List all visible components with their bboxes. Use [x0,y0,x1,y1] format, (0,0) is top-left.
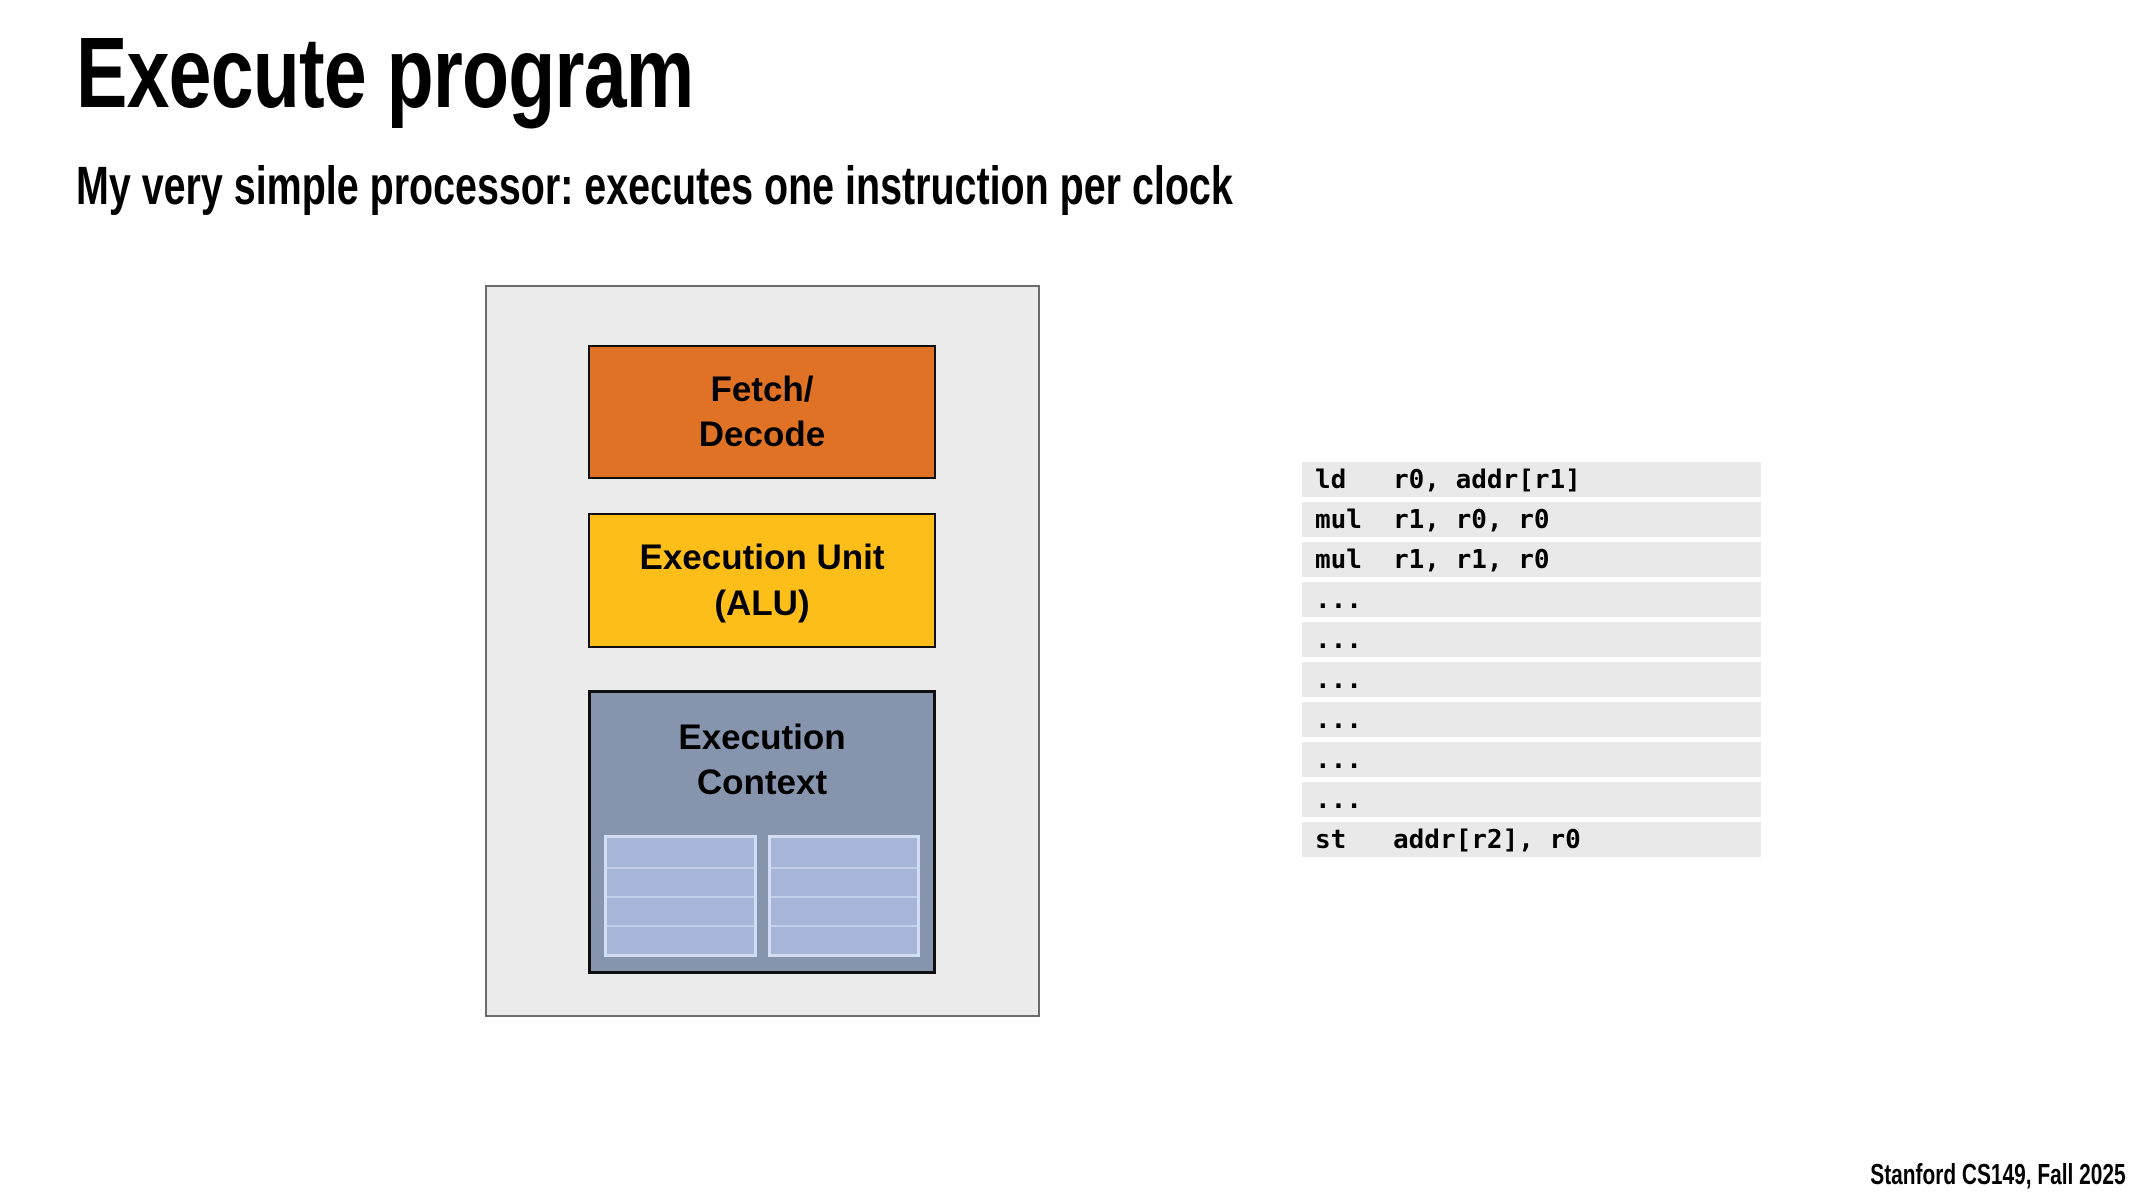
processor-diagram: Fetch/ Decode Execution Unit (ALU) Execu… [485,285,1040,1017]
slide-subtitle: My very simple processor: executes one i… [76,154,1661,219]
instruction-row: ... [1302,662,1761,697]
instruction-opcode: ... [1315,744,1362,775]
instruction-row: ... [1302,622,1761,657]
slide-subtitle-text: My very simple processor: executes one i… [76,156,1233,216]
instruction-row: mul r1, r1, r0 [1302,542,1761,577]
execution-context-label-line1: Execution [678,718,846,757]
instruction-operands: r1, r0, r0 [1393,504,1550,535]
fetch-decode-label-line2: Decode [698,415,826,454]
execution-context-label-line2: Context [696,763,828,803]
instruction-row: ... [1302,782,1761,817]
instruction-operands: addr[r2], r0 [1393,824,1581,855]
register-slot [607,896,754,925]
instruction-row: ... [1302,582,1761,617]
register-file [604,835,920,957]
fetch-decode-label-line1: Fetch/ [710,369,814,409]
instruction-row: mul r1, r0, r0 [1302,502,1761,537]
register-slot [607,867,754,896]
instruction-row: ... [1302,742,1761,777]
register-slot [771,838,918,867]
page-title-text: Execute program [76,17,694,129]
instruction-row: ld r0, addr[r1] [1302,462,1761,497]
execution-context-box: Execution Context [588,690,936,974]
execution-unit-label-line2: (ALU) [714,583,810,623]
register-column-right [767,835,920,957]
register-slot [607,838,754,867]
instruction-opcode: ... [1315,704,1362,735]
execution-unit-label-line1: Execution Unit [639,538,885,578]
page-title: Execute program [76,16,878,131]
instruction-opcode: mul [1315,504,1362,535]
register-slot [770,896,917,925]
register-slot [607,925,754,954]
instruction-opcode: ... [1315,584,1362,615]
register-column-left [604,835,757,957]
instruction-row: ... [1302,702,1761,737]
instruction-opcode: ... [1315,664,1362,695]
slide-footer-text: Stanford CS149, Fall 2025 [1870,1159,2126,1191]
register-slot [770,867,917,896]
fetch-decode-box: Fetch/ Decode [588,345,936,479]
instruction-opcode: ... [1315,624,1362,655]
instruction-operands: r0, addr[r1] [1393,464,1581,495]
slide-footer: Stanford CS149, Fall 2025 [1771,1159,2126,1192]
register-slot [770,925,917,954]
instruction-opcode: st [1315,824,1347,855]
instruction-opcode: ... [1315,784,1362,815]
instruction-operands: r1, r1, r0 [1393,544,1550,575]
instruction-opcode: ld [1315,464,1347,495]
instruction-listing: ld r0, addr[r1] mul r1, r0, r0 mul r1, r… [1302,462,1761,857]
instruction-row: st addr[r2], r0 [1302,822,1761,857]
execution-unit-box: Execution Unit (ALU) [588,513,936,648]
instruction-opcode: mul [1315,544,1362,575]
